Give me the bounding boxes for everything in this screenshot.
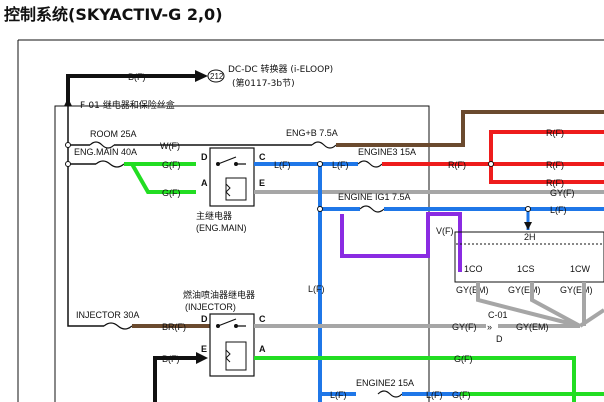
box-entry-marker xyxy=(64,98,72,106)
dcdc-name: DC-DC 转换器 (i-ELOOP) xyxy=(228,63,333,75)
wire-injector xyxy=(67,164,104,327)
injector-relay-pin-d: D xyxy=(201,314,208,324)
wire-label-r3: R(F) xyxy=(546,178,564,188)
injector-relay-contact-1 xyxy=(216,324,220,328)
wire-label-l1: L(F) xyxy=(274,160,291,170)
dcdc-pin-label: 212 xyxy=(210,72,224,81)
wire-label-gy: GY(F) xyxy=(550,188,575,198)
main-relay-pin-a: A xyxy=(201,178,208,188)
wire-label-lbot: L(F) xyxy=(330,390,347,400)
wire-label-r1: R(F) xyxy=(546,128,564,138)
main-relay-pin-c: C xyxy=(259,152,266,162)
wire-b-injector xyxy=(153,356,196,402)
fuse-engmain-label: ENG.MAIN 40A xyxy=(74,147,137,157)
wire-green-injector xyxy=(254,356,576,402)
wire-label-g2: G(F) xyxy=(162,188,181,198)
junction-dot xyxy=(525,206,531,212)
injector-relay-pin-e: E xyxy=(201,344,207,354)
main-relay-pin-d: D xyxy=(201,152,208,162)
injector-relay-pin-c: C xyxy=(259,314,266,324)
connector-2h-arrow xyxy=(524,222,532,230)
main-relay-label: 主继电器 xyxy=(196,210,232,222)
wire-label-gyem3: GY(EM) xyxy=(560,285,593,295)
fuse-engb xyxy=(311,141,337,149)
fuse-engine2 xyxy=(377,390,403,398)
fuse-injector xyxy=(103,322,133,330)
main-relay-pin-e: E xyxy=(259,178,265,188)
wire-purple-loop xyxy=(340,212,462,272)
junction-dot xyxy=(317,161,323,167)
wire-brown xyxy=(336,110,604,147)
dcdc-connector xyxy=(207,69,225,83)
wire-label-gyem1: GY(EM) xyxy=(456,285,489,295)
fuse-injector-label: INJECTOR 30A xyxy=(76,310,139,320)
wire-label-l-right: L(F) xyxy=(550,205,567,215)
fuse-room-label: ROOM 25A xyxy=(90,129,137,139)
junction-dot xyxy=(488,161,494,167)
c01-pin: D xyxy=(496,334,503,344)
wire-label-lvert: L(F) xyxy=(308,284,325,294)
fuse-ig1-label: ENGINE IG1 7.5A xyxy=(338,192,411,202)
main-relay-contact-2 xyxy=(234,162,238,166)
wire-label-v: V(F) xyxy=(436,226,454,236)
connector-1cs: 1CS xyxy=(517,264,535,274)
box-label: F-01 继电器和保险丝盒 xyxy=(80,99,175,111)
wire-label-r-mid: R(F) xyxy=(448,160,466,170)
junction-dot xyxy=(65,142,71,148)
wire-label-gyem4: GY(EM) xyxy=(516,322,549,332)
wire-label-g1: G(F) xyxy=(162,160,181,170)
main-relay-contact-1 xyxy=(216,162,220,166)
wire-red xyxy=(382,130,604,184)
fuse-engmain xyxy=(95,160,125,168)
wire-gray-connectors xyxy=(476,282,604,328)
wire-label-br: BR(F) xyxy=(162,322,186,332)
injector-relay-box xyxy=(209,313,255,377)
main-relay-box xyxy=(209,147,255,207)
wire-label-lbot2: L(F) xyxy=(426,390,443,400)
wire-green-1 xyxy=(124,162,196,194)
fuse-engb-label: ENG+B 7.5A xyxy=(286,128,338,138)
connector-2h-label: 2H xyxy=(524,232,536,242)
injector-relay-label-en: (INJECTOR) xyxy=(185,302,236,312)
fuse-room xyxy=(89,141,115,149)
c01-marker: » xyxy=(487,322,492,332)
connector-1co: 1CO xyxy=(464,264,483,274)
junction-dot xyxy=(317,206,323,212)
fuse-engine3 xyxy=(357,160,383,168)
main-relay-coil xyxy=(225,177,247,201)
wire-label-r2: R(F) xyxy=(546,160,564,170)
junction-dot xyxy=(65,161,71,167)
wire-label-g3: G(F) xyxy=(454,354,473,364)
page-title: 控制系统(SKYACTIV-G 2,0) xyxy=(4,5,223,24)
injector-relay-pin-a: A xyxy=(259,344,266,354)
connector-1cw: 1CW xyxy=(570,264,591,274)
main-relay-label-en: (ENG.MAIN) xyxy=(196,223,247,233)
wire-label-g4: G(F) xyxy=(452,390,471,400)
dcdc-ref: (第0117-3b节) xyxy=(232,77,295,89)
wire-b-top xyxy=(66,74,195,106)
wire-label-w: W(F) xyxy=(160,141,180,151)
wire-purple-ig1 xyxy=(340,209,450,256)
injector-relay-contact-2 xyxy=(234,324,238,328)
pcm-connector-box xyxy=(454,231,604,283)
wire-label-gy2: GY(F) xyxy=(452,322,477,332)
wire-b-injector-arrow xyxy=(196,352,208,364)
wire-label-l2: L(F) xyxy=(332,160,349,170)
wire-b-top-arrow xyxy=(195,70,208,82)
fuse-engine2-label: ENGINE2 15A xyxy=(356,378,414,388)
wire-label-b2: B(F) xyxy=(162,354,180,364)
c01-label: C-01 xyxy=(488,310,508,320)
junction-dots xyxy=(65,142,531,212)
wire-label-gyem2: GY(EM) xyxy=(508,285,541,295)
wire-label-b-top: B(F) xyxy=(128,72,146,82)
wire-purple xyxy=(320,209,430,258)
injector-relay-label: 燃油喷油器继电器 xyxy=(183,289,255,301)
fuse-engine3-label: ENGINE3 15A xyxy=(358,147,416,157)
fuse-ig1 xyxy=(359,205,385,213)
injector-relay-coil xyxy=(225,341,247,371)
